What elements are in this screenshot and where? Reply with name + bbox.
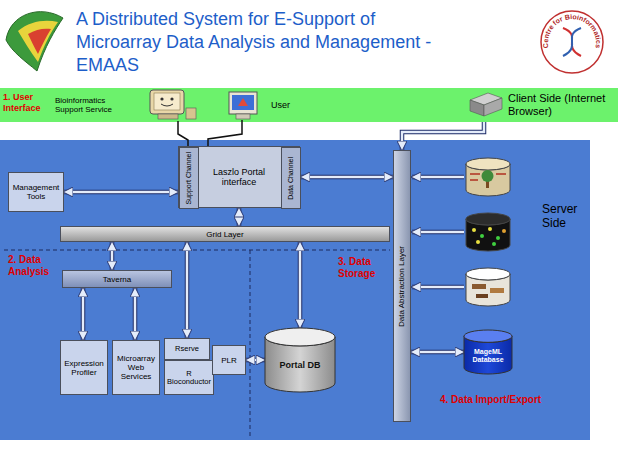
diagram-title: A Distributed System for E-Support of Mi… bbox=[76, 8, 436, 77]
database-cylinder: MageML Database bbox=[464, 330, 512, 374]
import-arrow bbox=[412, 177, 464, 178]
connector-line bbox=[411, 351, 464, 354]
connector bbox=[300, 242, 301, 328]
connector bbox=[187, 242, 188, 338]
process-box: Rserve bbox=[164, 338, 210, 360]
band: 1. User InterfaceBioinformatics Support … bbox=[0, 88, 618, 122]
process-box: R Bioconductor bbox=[164, 360, 214, 395]
connector-outline bbox=[64, 190, 178, 195]
process-box: PLR bbox=[212, 345, 246, 375]
connector-line bbox=[246, 359, 265, 362]
import-arrow bbox=[412, 232, 464, 233]
portal-box: Laszlo Portal interface Support Channel Da… bbox=[178, 146, 300, 208]
server-area: Server Side Management Tools Laszlo Portal… bbox=[0, 140, 590, 440]
region-label: 4. Data Import/Export bbox=[440, 394, 575, 406]
node-text: MageML Database bbox=[464, 348, 512, 364]
connector-outline bbox=[185, 242, 190, 338]
logo-left bbox=[6, 12, 63, 71]
node-text: Portal DB bbox=[279, 360, 320, 370]
connector bbox=[301, 177, 393, 178]
connector bbox=[178, 121, 188, 147]
connector-outline bbox=[411, 350, 464, 355]
process-box: Management Tools bbox=[8, 172, 64, 212]
actor: User bbox=[224, 90, 298, 120]
node-text: Data Abstraction Layer bbox=[398, 246, 406, 327]
connector-line bbox=[111, 242, 114, 270]
process-box: Microarray Web Services bbox=[112, 340, 160, 395]
region-divider bbox=[250, 250, 251, 438]
connector-line bbox=[208, 120, 242, 146]
node-text: PLR bbox=[219, 356, 239, 365]
node-text: Server Side bbox=[542, 202, 588, 230]
node-text: Bioinformatics Support Service bbox=[55, 96, 121, 114]
region-label: 2. Data Analysis bbox=[8, 254, 60, 278]
connector bbox=[64, 192, 178, 193]
layer-bar: Taverna bbox=[62, 270, 172, 288]
node-text: Rserve bbox=[174, 345, 200, 353]
server-area bbox=[0, 140, 590, 440]
database-icon bbox=[466, 213, 510, 251]
node-text: User bbox=[271, 100, 290, 110]
connector bbox=[402, 122, 484, 150]
user-monitor-icon bbox=[229, 92, 257, 119]
connector-line bbox=[134, 288, 137, 340]
database-icon bbox=[466, 158, 510, 196]
connector-line bbox=[301, 176, 393, 179]
database-icon bbox=[466, 268, 510, 306]
connector-line bbox=[299, 242, 302, 328]
actor: Bioinformatics Support Service bbox=[52, 89, 202, 121]
node-text: Support Channel bbox=[185, 152, 193, 205]
connector-line bbox=[64, 191, 178, 194]
logo-text: Centre for Bioinformatics bbox=[542, 13, 602, 49]
connector-outline bbox=[81, 288, 86, 340]
connector bbox=[246, 360, 265, 361]
connector bbox=[135, 288, 136, 340]
connector-outline bbox=[402, 122, 484, 150]
client-disk-icon bbox=[470, 93, 502, 116]
connector-line bbox=[82, 288, 85, 340]
node-text: Management Tools bbox=[9, 183, 63, 201]
node-text: Grid Layer bbox=[204, 230, 245, 239]
connector-line bbox=[238, 208, 241, 226]
connector-line bbox=[402, 122, 484, 150]
client-side: Client Side (Internet Browser) bbox=[464, 88, 616, 122]
connector bbox=[208, 120, 242, 146]
region-divider bbox=[4, 250, 390, 251]
node-text: 1. User Interface bbox=[3, 92, 51, 114]
node-text: Data Channel bbox=[287, 157, 295, 200]
node-text: Microarray Web Services bbox=[113, 354, 159, 381]
node-text: Laszlo Portal interface bbox=[201, 167, 277, 187]
connector-outline bbox=[246, 358, 265, 363]
user-interface-band bbox=[0, 88, 618, 122]
node-text: Expression Profiler bbox=[61, 359, 107, 377]
connector bbox=[239, 208, 240, 226]
connector-outline bbox=[301, 175, 393, 180]
connector-outline bbox=[110, 242, 115, 270]
connector-outline bbox=[133, 288, 138, 340]
channel-box: Data Channel bbox=[281, 147, 301, 209]
connector-outline bbox=[237, 208, 242, 226]
abstraction-layer: Data Abstraction Layer bbox=[393, 150, 411, 422]
connector bbox=[112, 242, 113, 270]
logo-right: Centre for Bioinformatics bbox=[541, 11, 603, 73]
channel-box: Support Channel bbox=[179, 147, 199, 209]
connector-outline bbox=[298, 242, 303, 328]
connector-line bbox=[178, 121, 188, 147]
import-arrow bbox=[412, 287, 464, 288]
region-label: 3. Data Storage bbox=[338, 256, 390, 280]
connector bbox=[411, 352, 464, 353]
node-text: R Bioconductor bbox=[165, 370, 213, 386]
node-text: Client Side (Internet Browser) bbox=[508, 92, 612, 118]
connector-line bbox=[186, 242, 189, 338]
support-computer-icon bbox=[150, 90, 196, 119]
process-box: Expression Profiler bbox=[60, 340, 108, 395]
database-cylinder: Portal DB bbox=[265, 328, 335, 392]
layer-bar: Grid Layer bbox=[60, 226, 390, 242]
node-text: Taverna bbox=[101, 275, 133, 284]
connector bbox=[83, 288, 84, 340]
